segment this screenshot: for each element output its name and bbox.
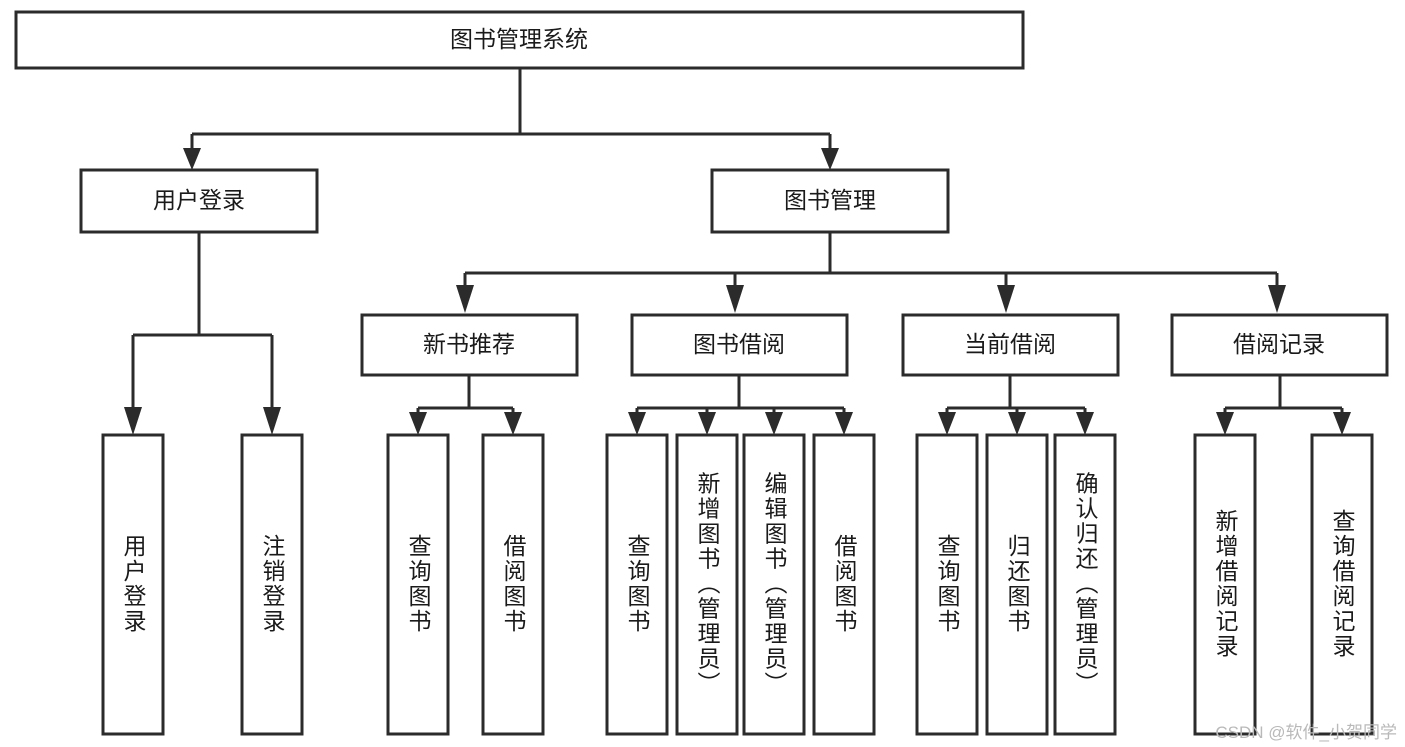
arrow-head-leaf-user-login — [124, 407, 142, 435]
arrow-head-leaf-query-book-3 — [938, 412, 956, 435]
node-current-borrow-box[interactable] — [901, 313, 1120, 377]
leaf-borrow-book-1-label: 借阅图书 — [500, 534, 527, 634]
leaf-query-record-label: 查询借阅记录 — [1329, 509, 1356, 659]
leaf-query-book-3-label: 查询图书 — [934, 534, 961, 634]
connectors-new-book-rec-to-leaves — [409, 375, 522, 435]
leaf-query-book-2[interactable]: 查询图书 — [605, 433, 669, 736]
arrow-head-leaf-add-book — [698, 412, 716, 435]
leaf-user-login-label: 用户登录 — [120, 534, 147, 634]
node-user-login[interactable]: 用户登录 — [79, 168, 319, 234]
arrow-head-leaf-borrow-book-1 — [504, 412, 522, 435]
node-borrow-record-box[interactable] — [1170, 313, 1389, 377]
leaf-query-book-1-label: 查询图书 — [405, 534, 432, 634]
leaf-edit-book-label: 编辑图书（管理员） — [761, 472, 788, 697]
leaf-query-book-1-box[interactable] — [386, 433, 450, 736]
leaf-logout-box[interactable] — [240, 433, 304, 736]
leaf-add-record[interactable]: 新增借阅记录 — [1193, 433, 1257, 736]
arrow-head-leaf-query-record — [1333, 412, 1351, 435]
node-book-borrow[interactable]: 图书借阅 — [630, 313, 849, 377]
node-new-book-recommend[interactable]: 新书推荐 — [360, 313, 579, 377]
leaf-edit-book-box[interactable] — [742, 433, 806, 736]
leaf-confirm-return-box[interactable] — [1053, 433, 1117, 736]
connectors-root-to-level2 — [183, 68, 839, 170]
arrow-head-new-book-rec — [456, 285, 474, 313]
arrow-head-leaf-return-book — [1008, 412, 1026, 435]
leaf-user-login[interactable]: 用户登录 — [101, 433, 165, 736]
leaf-return-book-box[interactable] — [985, 433, 1049, 736]
node-new-book-recommend-label: 新书推荐 — [423, 331, 515, 357]
node-user-login-box[interactable] — [79, 168, 319, 234]
leaf-query-book-2-box[interactable] — [605, 433, 669, 736]
leaf-borrow-book-2-box[interactable] — [812, 433, 876, 736]
arrow-head-borrow-record — [1268, 285, 1286, 313]
leaf-query-record[interactable]: 查询借阅记录 — [1310, 433, 1374, 736]
arrow-head-leaf-confirm-return — [1076, 412, 1094, 435]
connectors-book-borrow-to-leaves — [628, 375, 853, 435]
node-book-borrow-label: 图书借阅 — [693, 331, 785, 357]
leaf-query-book-2-label: 查询图书 — [624, 534, 651, 634]
connectors-book-mgmt-to-level3 — [456, 232, 1286, 313]
leaf-edit-book[interactable]: 编辑图书（管理员） — [742, 433, 806, 736]
node-current-borrow[interactable]: 当前借阅 — [901, 313, 1120, 377]
arrow-head-current-borrow — [997, 285, 1015, 313]
leaf-add-record-box[interactable] — [1193, 433, 1257, 736]
leaf-add-book[interactable]: 新增图书（管理员） — [675, 433, 739, 736]
connectors-user-login-to-leaves — [124, 232, 281, 435]
leaf-query-book-3-box[interactable] — [915, 433, 979, 736]
leaf-user-login-box[interactable] — [101, 433, 165, 736]
node-book-management[interactable]: 图书管理 — [710, 168, 950, 234]
leaf-query-book-1[interactable]: 查询图书 — [386, 433, 450, 736]
arrow-head-leaf-add-record — [1216, 412, 1234, 435]
arrow-head-book-borrow — [726, 285, 744, 313]
node-user-login-label: 用户登录 — [153, 187, 245, 213]
node-borrow-record[interactable]: 借阅记录 — [1170, 313, 1389, 377]
node-current-borrow-label: 当前借阅 — [964, 331, 1056, 357]
connectors-borrow-record-to-leaves — [1216, 375, 1351, 435]
leaf-borrow-book-1[interactable]: 借阅图书 — [481, 433, 545, 736]
arrow-head-leaf-query-book-2 — [628, 412, 646, 435]
connectors-current-borrow-to-leaves — [938, 375, 1094, 435]
arrow-head-book-mgmt — [821, 148, 839, 170]
arrow-head-leaf-borrow-book-2 — [835, 412, 853, 435]
node-book-borrow-box[interactable] — [630, 313, 849, 377]
arrow-head-leaf-logout — [263, 407, 281, 435]
node-root[interactable]: 图书管理系统 — [14, 10, 1025, 70]
arrow-head-leaf-edit-book — [765, 412, 783, 435]
leaf-return-book[interactable]: 归还图书 — [985, 433, 1049, 736]
leaf-add-book-label: 新增图书（管理员） — [694, 472, 721, 697]
arrow-head-leaf-query-book-1 — [409, 412, 427, 435]
leaf-confirm-return-label: 确认归还（管理员） — [1072, 472, 1099, 697]
node-borrow-record-label: 借阅记录 — [1233, 331, 1325, 357]
arrow-head-user-login — [183, 148, 201, 170]
leaf-borrow-book-2-label: 借阅图书 — [831, 534, 858, 634]
node-book-management-box[interactable] — [710, 168, 950, 234]
leaf-borrow-book-1-box[interactable] — [481, 433, 545, 736]
leaf-add-record-label: 新增借阅记录 — [1212, 509, 1239, 659]
leaf-logout[interactable]: 注销登录 — [240, 433, 304, 736]
node-book-management-label: 图书管理 — [784, 187, 876, 213]
leaf-return-book-label: 归还图书 — [1004, 534, 1031, 634]
leaf-confirm-return[interactable]: 确认归还（管理员） — [1053, 433, 1117, 736]
leaf-add-book-box[interactable] — [675, 433, 739, 736]
node-root-label: 图书管理系统 — [450, 26, 588, 52]
leaf-query-book-3[interactable]: 查询图书 — [915, 433, 979, 736]
leaf-logout-label: 注销登录 — [259, 534, 286, 634]
node-root-box[interactable] — [14, 10, 1025, 70]
leaf-borrow-book-2[interactable]: 借阅图书 — [812, 433, 876, 736]
leaf-query-record-box[interactable] — [1310, 433, 1374, 736]
node-new-book-recommend-box[interactable] — [360, 313, 579, 377]
